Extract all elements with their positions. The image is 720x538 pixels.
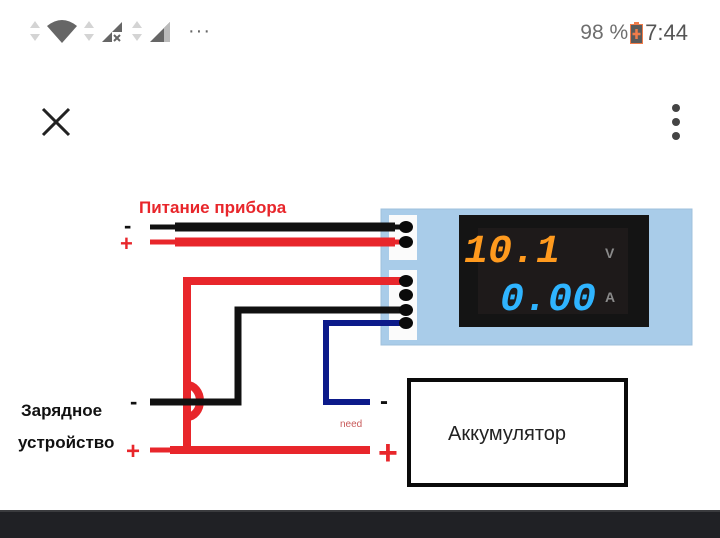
close-button[interactable] bbox=[36, 102, 76, 142]
wifi-icon bbox=[47, 20, 77, 43]
voltage-reading: 10.1 bbox=[464, 230, 560, 275]
status-icons-left: ··· bbox=[28, 14, 211, 48]
terminal-dots bbox=[399, 221, 413, 329]
bottom-bar bbox=[0, 510, 720, 538]
clock: 7:44 bbox=[645, 20, 688, 45]
signal-icon bbox=[150, 22, 170, 42]
charger-label-line1: Зарядное bbox=[21, 401, 103, 420]
battery-negative-wire bbox=[323, 320, 404, 405]
charger-label-line2: устройство bbox=[18, 433, 115, 452]
terminal-dot bbox=[399, 317, 413, 329]
terminal-dot bbox=[399, 304, 413, 316]
battery-minus-sign: - bbox=[380, 388, 388, 415]
more-options-button[interactable] bbox=[662, 100, 690, 144]
terminal-dot bbox=[399, 221, 413, 233]
voltage-unit: V bbox=[605, 245, 615, 261]
status-bar: ··· 98 % 7:44 bbox=[0, 0, 720, 64]
battery-percent: 98 % bbox=[580, 21, 629, 44]
status-icons-right: 98 % 7:44 bbox=[580, 16, 688, 50]
more-vert-icon bbox=[672, 104, 680, 140]
charger-plus-sign: + bbox=[126, 438, 140, 465]
battery-charging-icon bbox=[630, 22, 644, 44]
data-arrows-icon bbox=[84, 21, 94, 41]
power-supply-label: Питание прибора bbox=[139, 198, 287, 217]
more-notifications-icon: ··· bbox=[188, 19, 211, 42]
terminal-dot bbox=[399, 236, 413, 248]
battery-box bbox=[407, 378, 628, 487]
charger-negative-wire bbox=[150, 306, 404, 406]
data-arrows-icon bbox=[132, 21, 142, 41]
battery-plus-sign: + bbox=[378, 434, 398, 472]
charger-minus-sign: - bbox=[130, 389, 137, 414]
power-plus-sign: + bbox=[120, 231, 133, 256]
close-icon bbox=[41, 107, 71, 137]
terminal-dot bbox=[399, 289, 413, 301]
power-minus-sign: - bbox=[124, 213, 131, 238]
data-arrows-icon bbox=[30, 21, 40, 41]
current-unit: A bbox=[605, 289, 615, 305]
signal-no-sim-icon bbox=[102, 22, 124, 44]
need-label: need bbox=[340, 419, 363, 430]
battery-label: Аккумулятор bbox=[448, 423, 567, 445]
charger-positive-wire bbox=[183, 277, 404, 447]
terminal-dot bbox=[399, 275, 413, 287]
current-reading: 0.00 bbox=[500, 278, 596, 323]
